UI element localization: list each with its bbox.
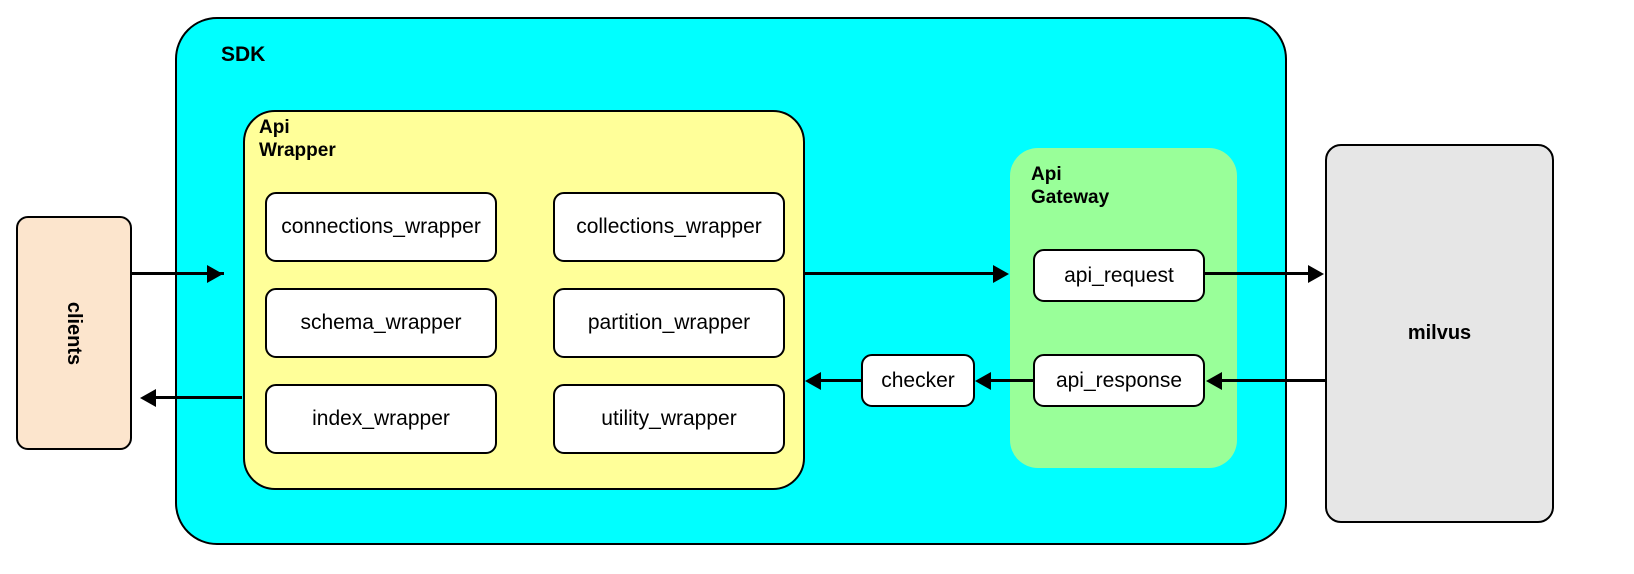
api-request-node[interactable]: api_request	[1033, 249, 1205, 302]
arrow-clients-to-sdk-head-icon	[207, 265, 223, 283]
checker-label: checker	[881, 368, 955, 392]
api-gateway-container[interactable]	[1010, 148, 1237, 468]
utility-wrapper-label: utility_wrapper	[601, 407, 737, 430]
arrow-checker-to-wrapper-head-icon	[805, 372, 821, 390]
arrow-response-to-checker	[981, 379, 1033, 382]
schema-wrapper-label: schema_wrapper	[300, 311, 462, 334]
clients-node[interactable]: clients	[16, 216, 132, 450]
api-request-label: api_request	[1064, 263, 1174, 287]
clients-label: clients	[63, 301, 86, 365]
utility-wrapper-node[interactable]: utility_wrapper	[553, 384, 785, 454]
arrow-milvus-to-response-head-icon	[1206, 372, 1222, 390]
arrow-milvus-to-response	[1213, 379, 1325, 382]
schema-wrapper-node[interactable]: schema_wrapper	[265, 288, 497, 358]
arrow-request-to-milvus	[1205, 272, 1315, 275]
partition-wrapper-label: partition_wrapper	[587, 311, 751, 334]
arrow-response-to-checker-head-icon	[975, 372, 991, 390]
collections-wrapper-node[interactable]: collections_wrapper	[553, 192, 785, 262]
api-response-label: api_response	[1055, 368, 1183, 392]
partition-wrapper-node[interactable]: partition_wrapper	[553, 288, 785, 358]
connections-wrapper-label: connections_wrapper	[281, 215, 481, 238]
arrow-clients-to-sdk	[132, 272, 224, 275]
milvus-node[interactable]: milvus	[1325, 144, 1554, 523]
collections-wrapper-label: collections_wrapper	[576, 215, 762, 238]
milvus-label: milvus	[1407, 322, 1472, 344]
arrow-sdk-to-clients	[152, 396, 242, 399]
arrow-checker-to-wrapper	[815, 379, 861, 382]
api-response-node[interactable]: api_response	[1033, 354, 1205, 407]
checker-node[interactable]: checker	[861, 354, 975, 407]
index-wrapper-label: index_wrapper	[312, 407, 450, 430]
arrow-wrapper-to-gateway	[805, 272, 1000, 275]
connections-wrapper-node[interactable]: connections_wrapper	[265, 192, 497, 262]
arrow-sdk-to-clients-head-icon	[140, 389, 156, 407]
index-wrapper-node[interactable]: index_wrapper	[265, 384, 497, 454]
arrow-request-to-milvus-head-icon	[1308, 265, 1324, 283]
arrow-wrapper-to-gateway-head-icon	[993, 265, 1009, 283]
